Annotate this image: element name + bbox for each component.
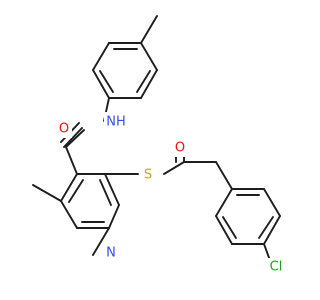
double-bond-inner xyxy=(99,70,114,93)
chlorophenyl-ring xyxy=(215,161,281,267)
nitrogen-ring-label: N xyxy=(106,246,116,261)
bond xyxy=(215,215,233,245)
molecule-structure-diagram: NH O N S O Cl xyxy=(32,15,288,277)
label-background xyxy=(264,258,288,277)
double-bond-inner xyxy=(258,216,274,239)
tolyl-ring xyxy=(92,15,158,99)
label-background xyxy=(104,112,128,131)
label-background xyxy=(172,138,188,157)
bond xyxy=(140,42,158,71)
label-background xyxy=(103,244,119,263)
molecule-svg: NH O N S O Cl xyxy=(32,15,288,277)
pyridine-ring xyxy=(32,173,120,256)
methyl-bond xyxy=(92,227,110,256)
carbonyl-bond xyxy=(63,127,83,148)
bond xyxy=(140,69,158,99)
bond xyxy=(92,69,110,99)
nitrogen-amide-label: NH xyxy=(106,115,126,130)
methyl-bond xyxy=(32,184,62,202)
bond xyxy=(263,188,281,217)
double-bond-inner xyxy=(99,179,112,206)
bond xyxy=(108,204,120,229)
bond xyxy=(215,188,233,217)
sulfur-label: S xyxy=(144,168,152,183)
atom-labels: NH O N S O Cl xyxy=(56,112,288,277)
methyl-bond xyxy=(140,15,158,44)
label-background xyxy=(56,119,72,138)
bond xyxy=(263,215,281,245)
bond xyxy=(92,42,110,71)
thioether-chain xyxy=(104,142,217,175)
bond xyxy=(65,129,85,148)
label-background xyxy=(139,166,157,185)
bond xyxy=(65,146,78,175)
bond xyxy=(60,200,78,229)
double-bond-inner xyxy=(68,179,84,203)
oxygen-amide-label: O xyxy=(59,122,69,137)
bond xyxy=(215,161,233,190)
chlorine-label: Cl xyxy=(270,260,283,275)
double-bond-inner xyxy=(136,70,151,93)
oxygen-ketone-label: O xyxy=(175,141,185,156)
bond xyxy=(104,173,120,206)
double-bond-inner xyxy=(222,216,237,239)
bond xyxy=(163,161,185,175)
bond xyxy=(60,173,78,202)
